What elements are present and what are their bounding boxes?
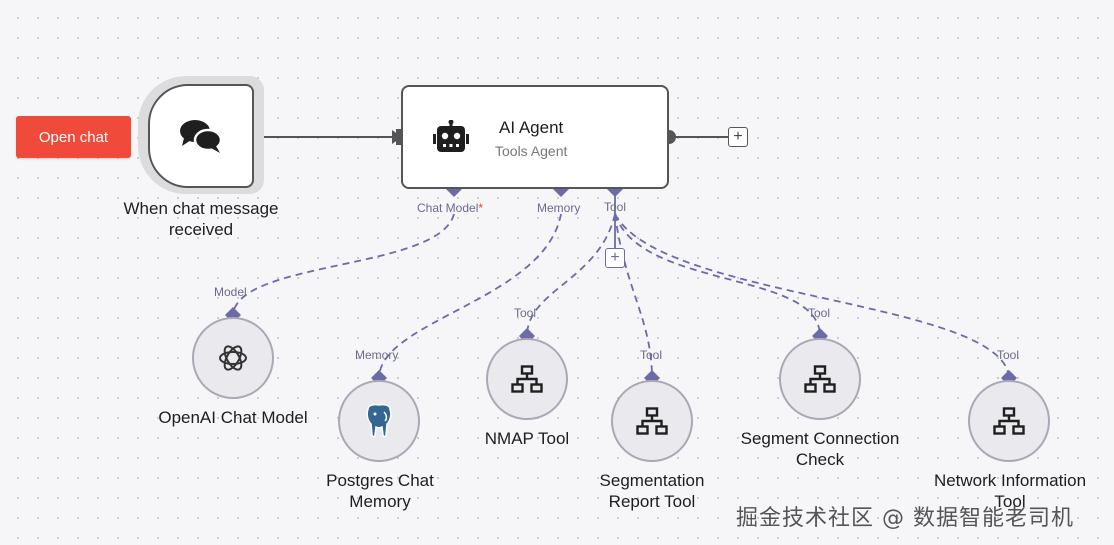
- nmap-tool-node[interactable]: [486, 338, 568, 420]
- chat-trigger-node[interactable]: [148, 84, 254, 188]
- openai-chat-model-node[interactable]: [192, 317, 274, 399]
- tool-edge-segment-check: [614, 213, 821, 337]
- segment-connection-check-node[interactable]: [779, 338, 861, 420]
- openai-chat-model-label: OpenAI Chat Model: [158, 408, 308, 427]
- chat-model-port-text: Chat Model: [417, 201, 479, 215]
- openai-icon: [219, 345, 247, 371]
- watermark: 掘金技术社区 @ 数据智能老司机: [736, 506, 1074, 531]
- add-tool-button[interactable]: +: [605, 248, 625, 268]
- postgres-chat-memory-label: Postgres Chat Memory: [326, 471, 434, 511]
- nmap-port-label: Tool: [514, 306, 537, 320]
- tool-edge-nmap: [526, 213, 616, 337]
- chat-bubbles-icon: [180, 120, 223, 153]
- agent-input-port[interactable]: [396, 129, 402, 145]
- postgres-port-label: Memory: [355, 348, 399, 362]
- chat-model-edge: [232, 213, 455, 315]
- robot-icon: [433, 120, 469, 152]
- postgres-elephant-icon: [366, 403, 392, 438]
- agent-add-next-button[interactable]: +: [728, 127, 748, 147]
- tool-edge-network-info: [614, 213, 1010, 379]
- memory-port-label: Memory: [537, 201, 581, 215]
- postgres-chat-memory-node[interactable]: [338, 380, 420, 462]
- tool-edge-segmentation: [614, 213, 653, 379]
- tool-port-label: Tool: [604, 200, 627, 214]
- openai-port-label: Model: [214, 285, 247, 299]
- network-icon: [511, 365, 543, 393]
- nmap-tool-label: NMAP Tool: [484, 429, 570, 448]
- segment-check-port-label: Tool: [808, 306, 831, 320]
- segmentation-port-label: Tool: [640, 348, 663, 362]
- network-icon: [804, 365, 836, 393]
- agent-title: AI Agent: [499, 118, 564, 137]
- network-information-tool-node[interactable]: [968, 380, 1050, 462]
- segment-connection-check-label: Segment Connection Check: [740, 429, 900, 469]
- trigger-node-label: When chat message received: [123, 199, 279, 239]
- network-info-port-label: Tool: [997, 348, 1020, 362]
- network-information-tool-label: Network Information Tool: [933, 471, 1087, 511]
- open-chat-button[interactable]: Open chat: [16, 116, 131, 158]
- memory-edge: [378, 213, 562, 379]
- agent-subtitle: Tools Agent: [495, 143, 568, 159]
- network-icon: [636, 407, 668, 435]
- segmentation-report-tool-node[interactable]: [611, 380, 693, 462]
- network-icon: [993, 407, 1025, 435]
- ai-agent-node[interactable]: AI Agent Tools Agent: [401, 85, 669, 189]
- chat-model-port-label: Chat Model*: [417, 201, 483, 215]
- segmentation-report-tool-label: Segmentation Report Tool: [599, 471, 705, 511]
- required-marker: *: [478, 201, 484, 215]
